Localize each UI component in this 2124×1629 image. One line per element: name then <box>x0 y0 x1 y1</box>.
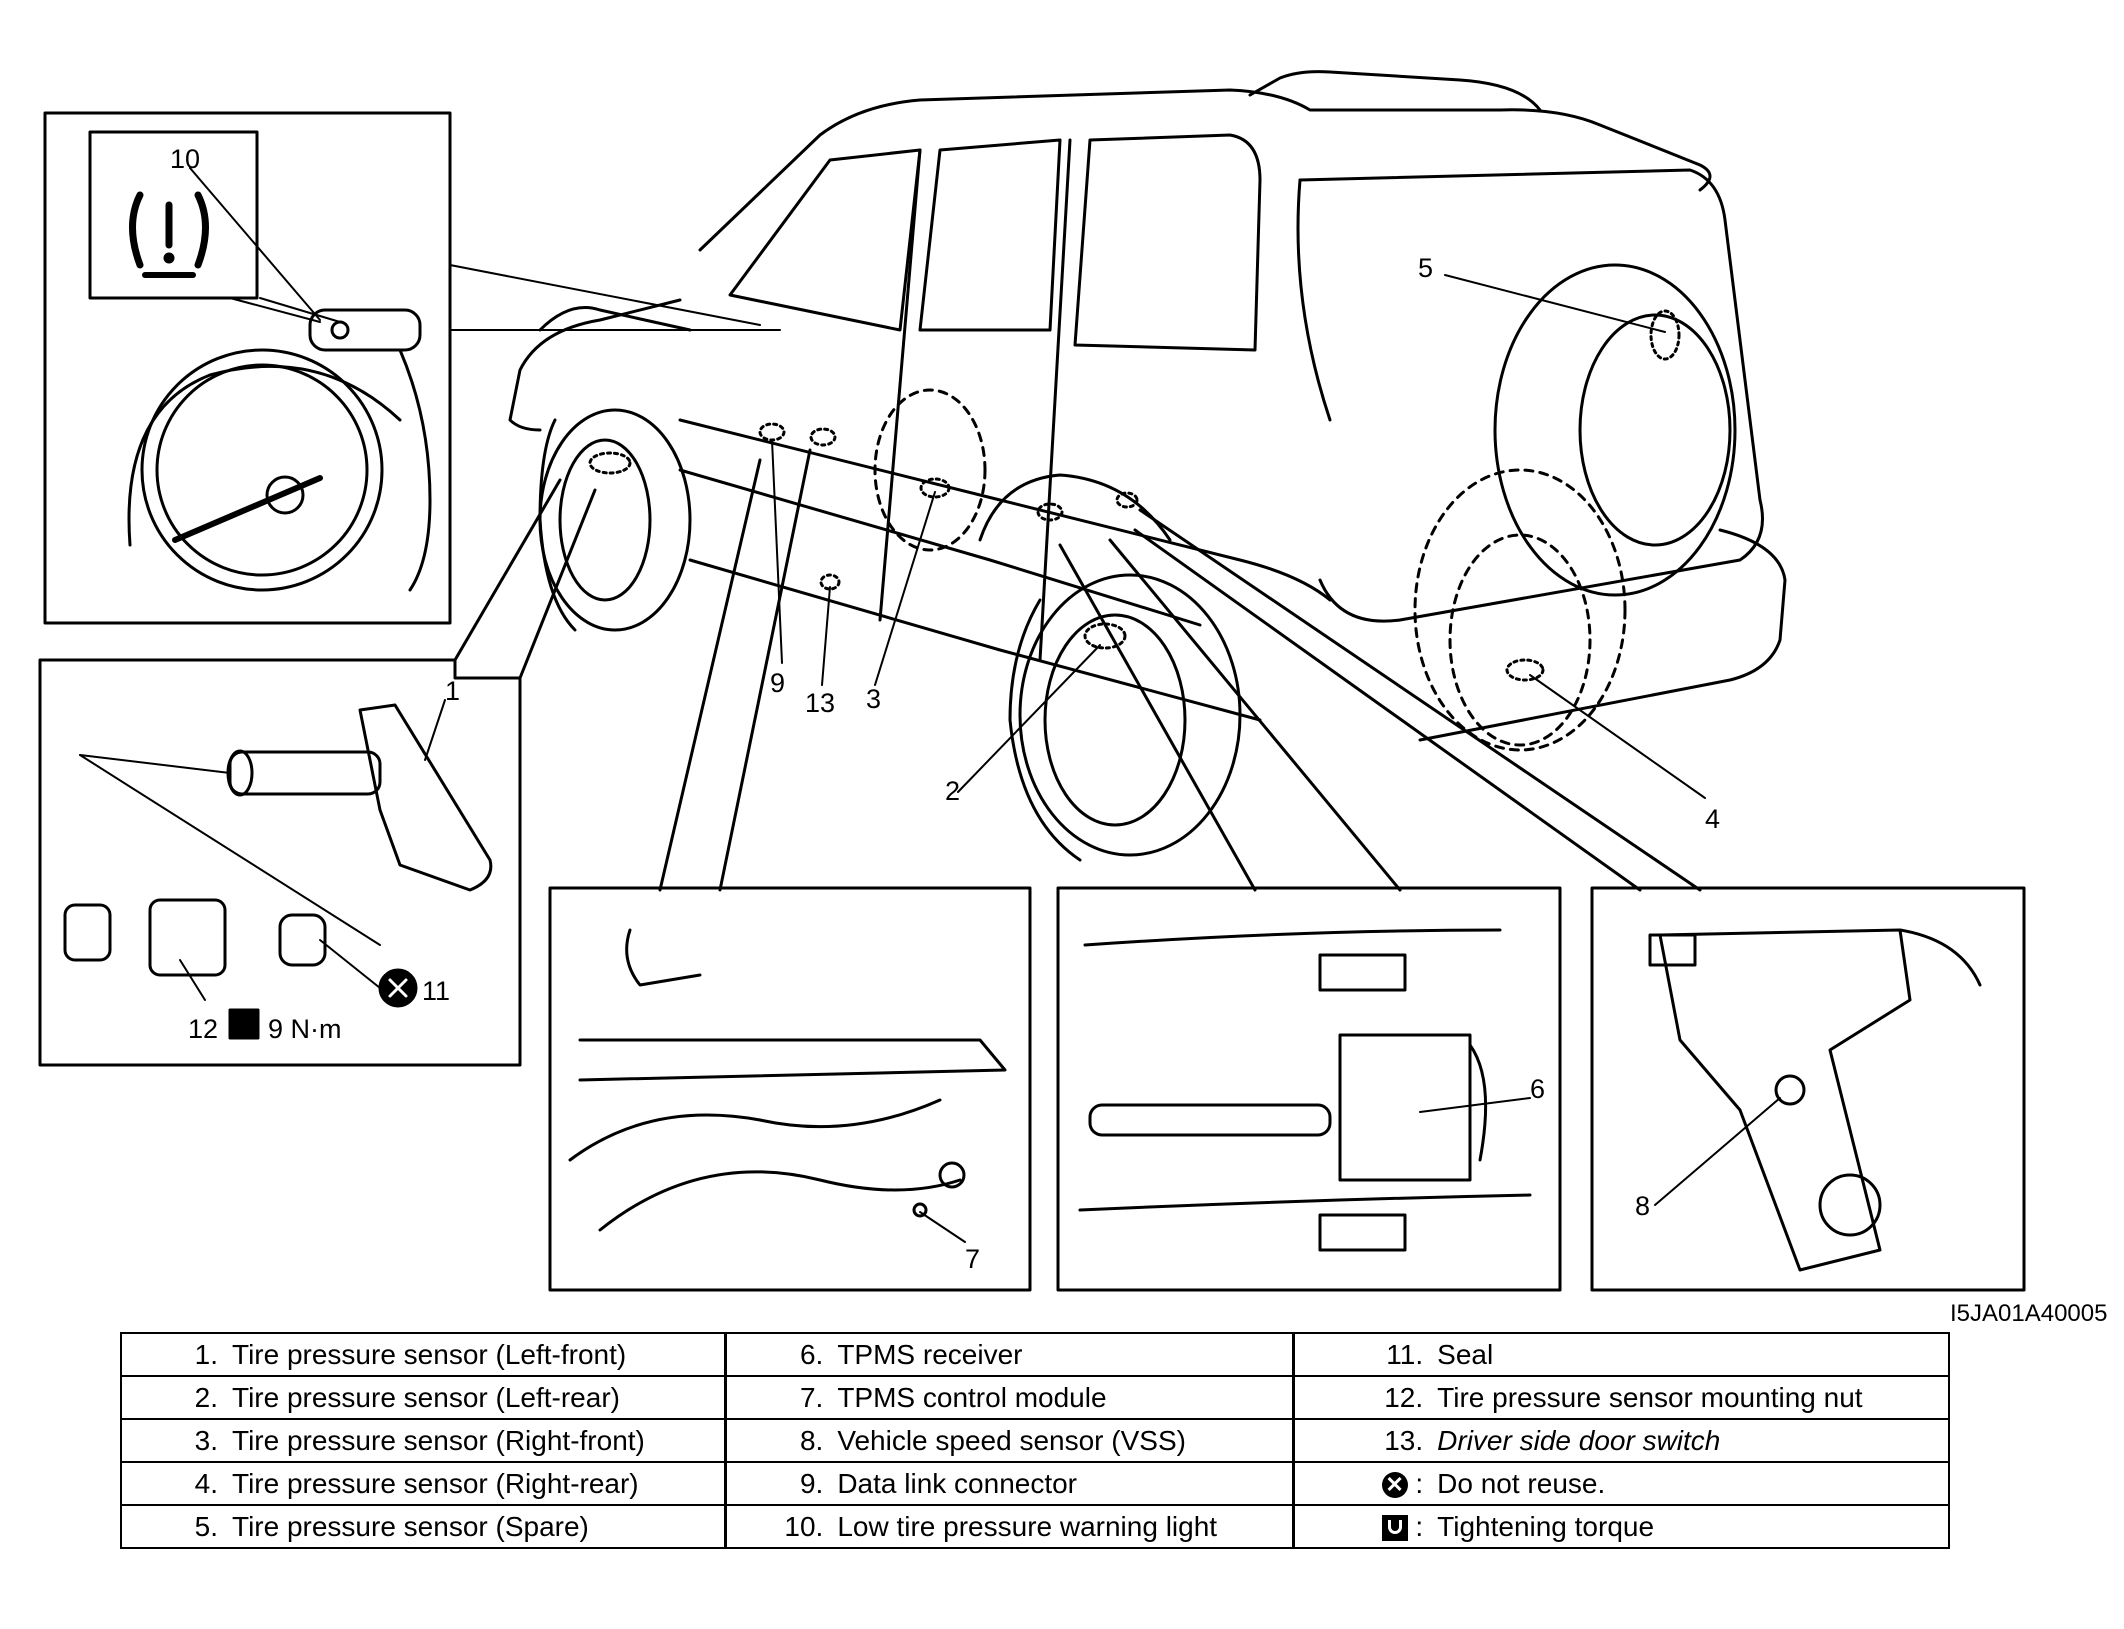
callout-1: 1 <box>445 676 460 706</box>
legend-cell: 6.TPMS receiver <box>724 1332 1296 1377</box>
torque-icon <box>1381 1515 1408 1542</box>
spare-wheel <box>1493 263 1737 597</box>
callout-2: 2 <box>945 776 960 806</box>
torque-value: 9 N·m <box>268 1014 342 1044</box>
sensor-markers <box>588 309 1681 682</box>
legend-cell: 4.Tire pressure sensor (Right-rear) <box>120 1461 728 1506</box>
figure-id: I5JA01A40005 <box>1950 1300 2108 1327</box>
legend-cell: 2.Tire pressure sensor (Left-rear) <box>120 1375 728 1420</box>
callout-12: 12 <box>188 1014 218 1044</box>
legend-cell: 3.Tire pressure sensor (Right-front) <box>120 1418 728 1463</box>
legend-cell: 11.Seal <box>1292 1332 1951 1377</box>
legend-row: 3.Tire pressure sensor (Right-front) 8.V… <box>120 1418 1951 1463</box>
x-circle-icon: ✕ <box>1381 1472 1408 1499</box>
legend-cell: :Tightening torque <box>1292 1504 1951 1549</box>
instrument-cluster-inset <box>43 111 781 625</box>
callout-4: 4 <box>1705 804 1720 834</box>
callout-13: 13 <box>805 688 835 718</box>
legend-cell: 8.Vehicle speed sensor (VSS) <box>724 1418 1296 1463</box>
legend-cell: 12.Tire pressure sensor mounting nut <box>1292 1375 1951 1420</box>
legend-cell: 13.Driver side door switch <box>1292 1418 1951 1463</box>
legend-row: 4.Tire pressure sensor (Right-rear) 9.Da… <box>120 1461 1951 1506</box>
legend-cell: 10.Low tire pressure warning light <box>724 1504 1296 1549</box>
tpms-component-diagram: 10 1 5 9 13 3 2 4 6 7 8 11 12 9 N·m <box>38 70 2026 1292</box>
legend-table: 1.Tire pressure sensor (Left-front) 6.TP… <box>120 1332 1951 1549</box>
vehicle-outline <box>508 70 1787 742</box>
legend-row: 5.Tire pressure sensor (Spare) 10.Low ti… <box>120 1504 1951 1549</box>
legend-cell: ✕ :Do not reuse. <box>1292 1461 1951 1506</box>
callout-9: 9 <box>770 668 785 698</box>
legend-cell: 9.Data link connector <box>724 1461 1296 1506</box>
hidden-right-wheels <box>873 388 1627 752</box>
legend-row: 2.Tire pressure sensor (Left-rear) 7.TPM… <box>120 1375 1951 1420</box>
leader-lines <box>179 167 1781 1243</box>
front-left-wheel <box>538 408 692 632</box>
callout-6: 6 <box>1530 1074 1545 1104</box>
receiver-inset <box>1056 538 1562 1292</box>
callout-11: 11 <box>422 976 450 1006</box>
legend-cell: 7.TPMS control module <box>724 1375 1296 1420</box>
rear-left-wheel <box>1008 573 1242 862</box>
legend-cell: 5.Tire pressure sensor (Spare) <box>120 1504 728 1549</box>
callout-10: 10 <box>170 144 200 174</box>
callout-8: 8 <box>1635 1191 1650 1221</box>
callout-5: 5 <box>1418 253 1433 283</box>
dlc-inset <box>548 448 1032 1292</box>
legend-row: 1.Tire pressure sensor (Left-front) 6.TP… <box>120 1332 1951 1377</box>
tire-sensor-inset <box>38 478 597 1067</box>
legend-cell: 1.Tire pressure sensor (Left-front) <box>120 1332 728 1377</box>
vss-inset <box>1133 508 2026 1292</box>
callout-7: 7 <box>965 1244 980 1274</box>
callout-3: 3 <box>866 684 881 714</box>
